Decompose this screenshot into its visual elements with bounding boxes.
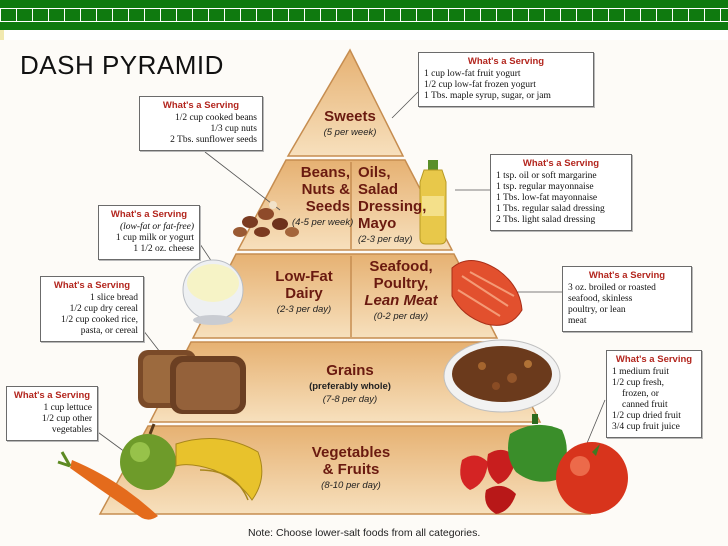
serving-line: canned fruit	[622, 400, 668, 410]
cereal-bowl-icon	[443, 339, 561, 413]
eggs-and-nuts-icon	[233, 201, 299, 237]
leader-sweets	[391, 91, 419, 119]
tier-name-oils-1: Oils,	[358, 164, 391, 181]
serving-line: 1/2 cup cooked beans	[174, 113, 257, 123]
tier-name-beans-2: Nuts &	[301, 181, 350, 198]
serving-line: 1/2 cup cooked rice,	[60, 315, 138, 325]
serving-line: pasta, or cereal	[80, 326, 138, 336]
tier-label-grains: Grains (preferably whole) (7-8 per day)	[290, 362, 410, 405]
tier-servings-dairy: (2-3 per day)	[276, 304, 332, 315]
serving-line: 1 slice bread	[89, 293, 138, 303]
tier-name-veg-2: & Fruits	[322, 461, 380, 478]
serving-box-grains: What's a Serving 1 slice bread 1/2 cup d…	[40, 276, 144, 342]
footer-note: Note: Choose lower-salt foods from all c…	[248, 527, 481, 539]
tier-name-grains: Grains	[326, 362, 374, 379]
serving-header: What's a Serving	[53, 280, 131, 291]
tier-name-dairy-1: Low-Fat	[275, 268, 333, 285]
pepper-icon	[508, 414, 567, 482]
serving-line: 1 Tbs. regular salad dressing	[496, 204, 605, 214]
serving-line: (low-fat or fat-free)	[119, 222, 194, 232]
serving-box-veg: What's a Serving 1 cup lettuce 1/2 cup o…	[6, 386, 98, 441]
tier-label-oils: Oils, Salad Dressing, Mayo (2-3 per day)	[358, 164, 428, 245]
serving-box-sweets: What's a Serving 1 cup low-fat fruit yog…	[418, 52, 594, 107]
serving-line: 2 Tbs. sunflower seeds	[170, 135, 257, 145]
serving-line: frozen, or	[622, 389, 659, 399]
tier-name-sweets: Sweets	[324, 108, 376, 125]
serving-box-oils: What's a Serving 1 tsp. oil or soft marg…	[490, 154, 632, 231]
serving-line: 3/4 cup fruit juice	[612, 422, 680, 432]
tomato-icon	[556, 442, 628, 514]
oil-bottle-icon	[419, 160, 447, 245]
serving-line: vegetables	[51, 425, 92, 435]
strawberry-icon	[460, 449, 516, 514]
serving-box-beans: What's a Serving 1/2 cup cooked beans 1/…	[139, 96, 263, 151]
tier-label-veg: Vegetables & Fruits (8-10 per day)	[296, 444, 406, 491]
leader-beans	[204, 151, 281, 211]
tier-name-meat-3: Lean Meat	[364, 292, 438, 309]
tier-qualifier-grains: (preferably whole)	[309, 381, 391, 392]
serving-line: 1/2 cup other	[41, 414, 92, 424]
tier-servings-grains: (7-8 per day)	[322, 394, 378, 405]
tier-name-veg-1: Vegetables	[311, 444, 391, 461]
carrot-icon	[57, 451, 158, 520]
tier-name-meat-1: Seafood,	[369, 258, 433, 275]
milk-bowl-icon	[182, 259, 244, 325]
tier-name-dairy-2: Dairy	[285, 285, 323, 302]
salmon-icon	[451, 260, 523, 326]
serving-line: poultry, or lean	[568, 305, 626, 315]
slide-title: DASH PYRAMID	[20, 50, 224, 80]
serving-header: What's a Serving	[162, 100, 240, 111]
tier-label-sweets: Sweets (5 per week)	[310, 108, 390, 138]
serving-line: 3 oz. broiled or roasted	[568, 283, 656, 293]
serving-line: 1/2 cup low-fat frozen yogurt	[424, 80, 536, 90]
slide-top-grid	[0, 8, 728, 22]
leader-veg	[94, 429, 126, 453]
serving-line: seafood, skinless	[568, 294, 633, 304]
tier-name-beans-1: Beans,	[300, 164, 350, 181]
serving-header: What's a Serving	[615, 354, 693, 365]
serving-line: 1 tsp. regular mayonnaise	[496, 182, 594, 192]
serving-line: meat	[568, 316, 587, 326]
serving-line: 1 medium fruit	[612, 367, 669, 377]
serving-line: 1 1/2 oz. cheese	[133, 244, 194, 254]
leader-grains	[142, 329, 161, 353]
serving-line: 1/2 cup dried fruit	[612, 411, 681, 421]
serving-box-dairy: What's a Serving (low-fat or fat-free) 1…	[98, 205, 200, 260]
serving-header: What's a Serving	[13, 390, 91, 401]
serving-box-fruit: What's a Serving 1 medium fruit 1/2 cup …	[606, 350, 702, 438]
serving-line: 1 cup lettuce	[43, 403, 92, 413]
serving-line: 1/2 cup dry cereal	[69, 304, 138, 314]
tier-label-dairy: Low-Fat Dairy (2-3 per day)	[262, 268, 346, 315]
serving-line: 1 cup milk or yogurt	[115, 233, 194, 243]
leader-fruit	[584, 399, 606, 449]
serving-header: What's a Serving	[588, 270, 666, 281]
tier-name-oils-3: Dressing,	[358, 198, 427, 215]
serving-box-meat: What's a Serving 3 oz. broiled or roaste…	[562, 266, 692, 332]
tier-name-oils-4: Mayo	[358, 215, 397, 232]
tier-servings-beans: (4-5 per week)	[292, 217, 354, 228]
tier-servings-oils: (2-3 per day)	[358, 234, 413, 245]
serving-line: 1 tsp. oil or soft margarine	[496, 171, 597, 181]
tier-name-beans-3: Seeds	[305, 198, 350, 215]
tier-name-oils-2: Salad	[358, 181, 399, 198]
tier-label-meat: Seafood, Poultry, Lean Meat (0-2 per day…	[356, 258, 446, 322]
serving-line: 1 Tbs. maple syrup, sugar, or jam	[424, 91, 551, 101]
serving-header: What's a Serving	[110, 209, 188, 220]
tier-sweets	[286, 48, 405, 157]
serving-header: What's a Serving	[522, 158, 600, 169]
tier-servings-meat: (0-2 per day)	[373, 311, 429, 322]
apple-icon	[120, 423, 176, 490]
serving-line: 1 Tbs. low-fat mayonnaise	[496, 193, 598, 203]
tier-servings-veg: (8-10 per day)	[321, 480, 381, 491]
serving-line: 1/2 cup fresh,	[612, 378, 664, 388]
serving-header: What's a Serving	[467, 56, 545, 67]
tier-servings-sweets: (5 per week)	[323, 127, 377, 138]
bread-icon	[138, 350, 246, 414]
banana-icon	[175, 438, 263, 501]
serving-line: 1/3 cup nuts	[210, 124, 257, 134]
serving-line: 1 cup low-fat fruit yogurt	[424, 69, 521, 79]
tier-label-beans: Beans, Nuts & Seeds (4-5 per week)	[292, 164, 354, 228]
serving-line: 2 Tbs. light salad dressing	[496, 215, 596, 225]
tier-name-meat-2: Poultry,	[373, 275, 429, 292]
